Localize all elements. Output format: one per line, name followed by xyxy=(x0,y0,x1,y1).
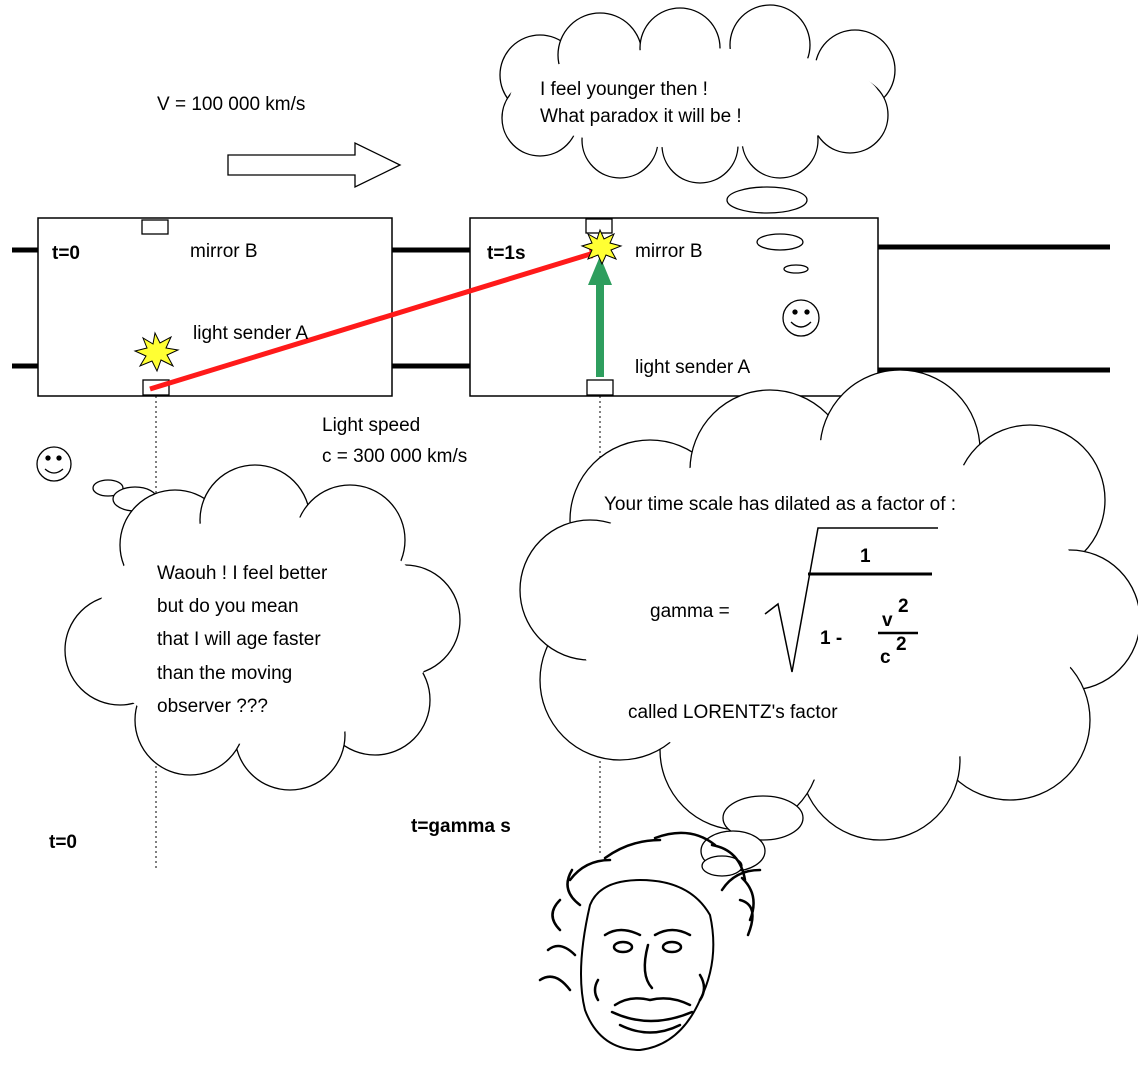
right-car-time: t=1s xyxy=(487,243,526,264)
left-car-time: t=0 xyxy=(52,243,80,264)
formula-v-exponent: 2 xyxy=(898,596,909,617)
vertical-beam-arrow xyxy=(588,256,612,377)
right-flash-icon xyxy=(580,228,623,266)
right-light-sender xyxy=(586,379,614,396)
right-mirror-label: mirror B xyxy=(635,241,703,262)
observer-thought-line-4: than the moving xyxy=(157,663,292,684)
observer-thought-line-5: observer ??? xyxy=(157,696,268,717)
observer-smiley-icon xyxy=(36,446,72,482)
diagonal-light-path xyxy=(149,249,600,392)
left-mirror-label: mirror B xyxy=(190,241,258,262)
right-mirror xyxy=(585,218,613,234)
observer-thought-line-3: that I will age faster xyxy=(157,629,321,650)
moving-thought-line-2: What paradox it will be ! xyxy=(540,106,742,127)
moving-thought-fill xyxy=(510,48,880,148)
bottom-right-time: t=gamma s xyxy=(411,816,511,837)
einstein-intro: Your time scale has dilated as a factor … xyxy=(604,494,956,515)
radical-symbol xyxy=(764,527,938,673)
velocity-label: V = 100 000 km/s xyxy=(157,94,305,115)
left-car xyxy=(37,217,393,397)
observer-thought-fill xyxy=(95,515,435,745)
formula-one-minus: 1 - xyxy=(820,628,842,649)
einstein-thought-fill xyxy=(575,440,1085,780)
left-flash-icon xyxy=(133,331,180,373)
light-speed-label: Light speed xyxy=(322,415,420,436)
left-mirror xyxy=(141,219,169,235)
moving-thought-trail xyxy=(726,186,809,274)
bottom-left-time: t=0 xyxy=(49,832,77,853)
einstein-thought-trail xyxy=(700,795,804,877)
moving-smiley-icon xyxy=(782,299,820,337)
moving-thought-line-1: I feel younger then ! xyxy=(540,79,708,100)
observer-thought-line-2: but do you mean xyxy=(157,596,299,617)
gamma-label: gamma = xyxy=(650,601,730,622)
velocity-arrow xyxy=(227,141,402,189)
formula-v: v xyxy=(882,610,893,631)
formula-c: c xyxy=(880,647,891,668)
einstein-portrait xyxy=(538,831,762,1052)
formula-c-exponent: 2 xyxy=(896,634,907,655)
right-sender-label: light sender A xyxy=(635,357,750,378)
right-car xyxy=(469,217,879,397)
einstein-outro: called LORENTZ's factor xyxy=(628,702,838,723)
left-sender-label: light sender A xyxy=(193,323,308,344)
formula-numerator: 1 xyxy=(860,546,871,567)
light-speed-value: c = 300 000 km/s xyxy=(322,446,467,467)
observer-thought-line-1: Waouh ! I feel better xyxy=(157,563,328,584)
rails xyxy=(12,244,1110,373)
